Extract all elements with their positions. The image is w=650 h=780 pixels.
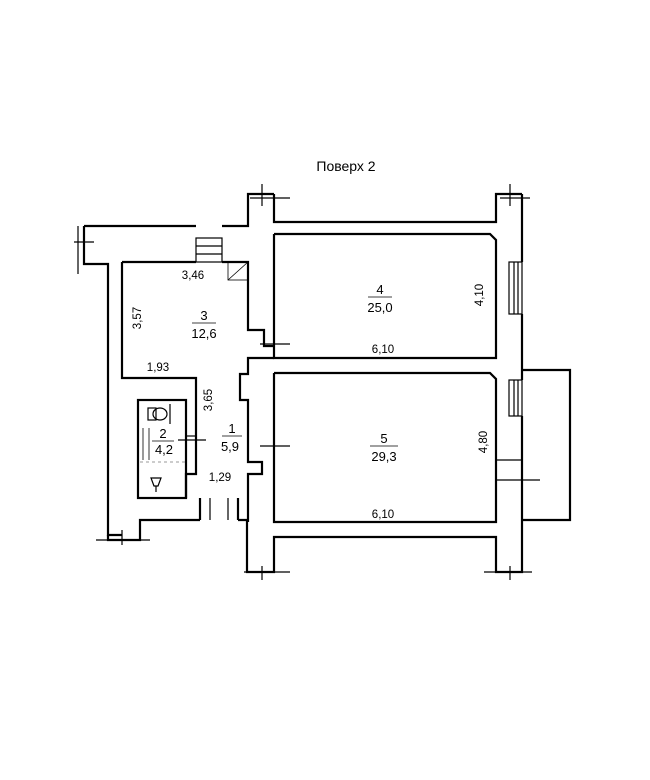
dim-room3-bottom: 1,93: [147, 362, 169, 374]
dim-room4-right: 4,10: [474, 284, 486, 306]
room-1-number: 1: [228, 421, 235, 436]
dim-corridor-bottom: 1,29: [209, 472, 231, 484]
room-label-5: 5 29,3: [370, 431, 398, 464]
room-label-2: 2 4,2: [152, 426, 174, 457]
room-3-area: 12,6: [191, 326, 216, 341]
dim-room5-bottom: 6,10: [372, 509, 394, 521]
room-3-walls: [120, 260, 275, 390]
outer-walls: [82, 192, 524, 574]
room-5-area: 29,3: [371, 449, 396, 464]
room-4-area: 25,0: [367, 300, 392, 315]
dim-room3-left: 3,57: [132, 307, 144, 329]
tick-marks: [74, 184, 532, 580]
room-label-3: 3 12,6: [191, 308, 216, 341]
floor-title: Поверх 2: [316, 158, 375, 174]
room-1-area: 5,9: [221, 439, 239, 454]
dim-room5-right: 4,80: [478, 431, 490, 453]
window-room-4: [508, 261, 523, 315]
room-2-area: 4,2: [155, 442, 173, 457]
balcony: [496, 368, 572, 522]
room-2-walls: [136, 398, 196, 500]
dim-corridor-height: 3,65: [203, 389, 215, 411]
window-room-5: [508, 379, 523, 417]
room-4-walls: [272, 232, 498, 360]
room-label-1: 1 5,9: [221, 421, 242, 454]
dim-room4-bottom: 6,10: [372, 344, 394, 356]
room-2-number: 2: [159, 426, 166, 441]
dim-room3-top: 3,46: [182, 270, 204, 282]
entrance: [198, 498, 240, 520]
window-room-3: [195, 237, 223, 263]
room-5-walls: [272, 371, 498, 524]
room-5-number: 5: [380, 431, 387, 446]
room-4-number: 4: [376, 282, 383, 297]
dimension-labels: 3,46 3,57 1,93 3,65 1,29 6,10 4,10 6,10 …: [132, 270, 490, 521]
room-3-number: 3: [200, 308, 207, 323]
room-label-4: 4 25,0: [367, 282, 392, 315]
